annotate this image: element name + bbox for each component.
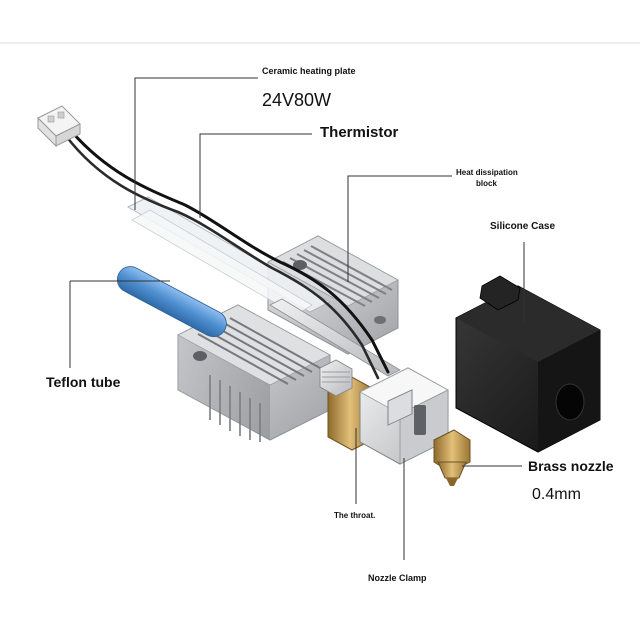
teflon-tube: [116, 266, 227, 338]
leader-ceramic: [134, 77, 258, 210]
silicone-case: [455, 275, 601, 453]
brass-nozzle: [433, 429, 471, 486]
label-teflon-tube: Teflon tube: [46, 374, 121, 390]
label-throat: The throat.: [334, 511, 375, 520]
label-heat-dissipation-line1: Heat dissipation: [456, 168, 518, 177]
leader-lines: [69, 77, 525, 560]
label-heat-dissipation-line2: block: [476, 179, 497, 188]
nozzle-clamp: [359, 367, 449, 465]
label-brass-nozzle: Brass nozzle: [528, 458, 614, 474]
label-ceramic-spec: 24V80W: [262, 90, 331, 110]
label-heat-dissipation-block: Heat dissipation block: [456, 168, 520, 188]
label-nozzle-spec: 0.4mm: [532, 486, 581, 503]
hotend-assembly: [37, 105, 471, 486]
lower-heatsink: [177, 304, 331, 442]
jst-connector: [37, 105, 81, 148]
leader-thermistor: [199, 133, 312, 218]
thermistor-wires: [64, 130, 390, 380]
label-ceramic-heating-plate: Ceramic heating plate: [262, 66, 356, 76]
leader-heat-block: [347, 175, 452, 282]
label-nozzle-clamp: Nozzle Clamp: [368, 573, 427, 583]
labels: Ceramic heating plate 24V80W Thermistor …: [46, 66, 614, 583]
label-thermistor: Thermistor: [320, 124, 399, 141]
label-silicone-case: Silicone Case: [490, 221, 555, 232]
ceramic-heating-plate: [126, 196, 332, 316]
